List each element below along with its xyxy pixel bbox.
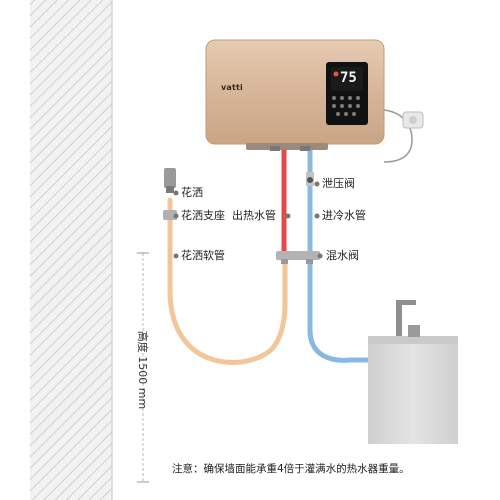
shower-hose bbox=[167, 197, 288, 365]
label-mixing-valve: 混水阀 bbox=[326, 249, 359, 262]
display-reading: 75 bbox=[340, 70, 357, 86]
weight-note: 注意：确保墙面能承重4倍于灌满水的热水器重量。 bbox=[172, 463, 410, 475]
pressure-relief-valve bbox=[306, 172, 314, 186]
label-hot-water-pipe: 出热水管 bbox=[232, 209, 276, 222]
wall bbox=[30, 0, 113, 500]
height-label: 高度 1500 mm bbox=[136, 330, 149, 410]
brand-logo: vatti bbox=[221, 83, 244, 92]
label-shower-bracket: 花洒支座 bbox=[181, 209, 225, 222]
display-panel bbox=[326, 62, 368, 125]
shower-head bbox=[164, 168, 176, 193]
label-markers bbox=[173, 181, 323, 259]
height-dimension bbox=[137, 252, 149, 483]
cold-water-pipe bbox=[307, 145, 383, 363]
label-pressure-relief-valve: 泄压阀 bbox=[322, 177, 355, 190]
shower-bracket bbox=[163, 210, 177, 220]
sink bbox=[368, 300, 458, 444]
label-shower-hose: 花洒软管 bbox=[181, 249, 225, 262]
mixing-valve bbox=[276, 251, 320, 264]
power-plug bbox=[383, 109, 424, 163]
label-shower: 花洒 bbox=[181, 186, 203, 199]
label-cold-water-pipe: 进冷水管 bbox=[322, 209, 366, 222]
